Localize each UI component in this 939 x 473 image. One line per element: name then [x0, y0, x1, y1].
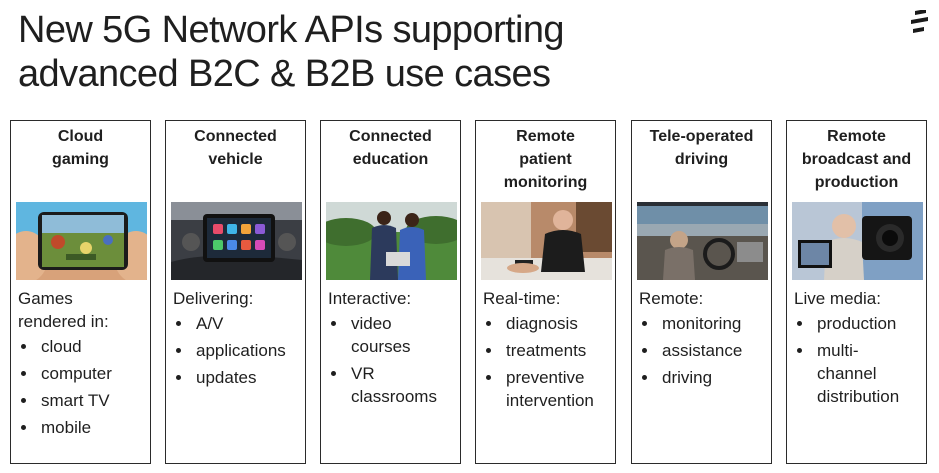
card-title: Remote patient monitoring [503, 128, 588, 191]
card-lead: Remote: [639, 289, 704, 308]
card-body: Remote: monitoring assistance driving [639, 287, 767, 393]
list-item: video courses [328, 312, 456, 358]
card-bullet-list: video courses VR classrooms [328, 312, 456, 408]
card-bullet-list: A/V applications updates [173, 312, 301, 389]
page-title: New 5G Network APIs supporting advanced … [18, 8, 565, 96]
card-title: Cloud gaming [52, 128, 109, 168]
page-title-line-2: advanced B2C & B2B use cases [18, 53, 551, 95]
list-item: smart TV [18, 389, 146, 412]
card-body: Live media: production multi- channel di… [794, 287, 922, 412]
list-item: updates [173, 366, 301, 389]
list-item: treatments [483, 339, 611, 362]
list-item: multi- channel distribution [794, 339, 922, 408]
list-item: computer [18, 362, 146, 385]
camera-broadcast-photo [792, 202, 923, 280]
car-dashboard-photo [171, 202, 302, 280]
card-title: Connected education [349, 128, 432, 168]
card-title: Remote broadcast and production [801, 128, 912, 191]
use-case-card-tele-operated-driving: Tele-operated driving Remote: monitoring… [631, 120, 772, 464]
use-case-card-remote-broadcast: Remote broadcast and production Live med… [786, 120, 927, 464]
use-case-card-connected-vehicle: Connected vehicle Delivering: A/V applic… [165, 120, 306, 464]
card-lead: Live media: [794, 289, 881, 308]
list-item: applications [173, 339, 301, 362]
use-case-card-remote-patient-monitoring: Remote patient monitoring Real-time: dia… [475, 120, 616, 464]
list-item: driving [639, 366, 767, 389]
card-body: Games rendered in: cloud computer smart … [18, 287, 146, 443]
list-item: production [794, 312, 922, 335]
card-bullet-list: cloud computer smart TV mobile [18, 335, 146, 439]
page-title-line-1: New 5G Network APIs supporting [18, 9, 565, 51]
list-item: A/V [173, 312, 301, 335]
remote-driving-station-photo [637, 202, 768, 280]
card-title: Connected vehicle [194, 128, 277, 168]
card-lead: Interactive: [328, 289, 412, 308]
list-item: mobile [18, 416, 146, 439]
card-title: Tele-operated driving [649, 128, 754, 168]
card-bullet-list: production multi- channel distribution [794, 312, 922, 408]
patient-with-phone-photo [481, 202, 612, 280]
use-case-card-cloud-gaming: Cloud gaming Games rendered in: cloud co… [10, 120, 151, 464]
list-item: cloud [18, 335, 146, 358]
list-item: monitoring [639, 312, 767, 335]
card-body: Delivering: A/V applications updates [173, 287, 301, 393]
card-lead: Delivering: [173, 289, 254, 308]
card-lead: Games rendered in: [18, 289, 109, 331]
outdoor-learning-photo [326, 202, 457, 280]
list-item: preventive intervention [483, 366, 611, 412]
card-bullet-list: monitoring assistance driving [639, 312, 767, 389]
list-item: assistance [639, 339, 767, 362]
use-case-card-connected-education: Connected education Interactive: video c… [320, 120, 461, 464]
ericsson-logo-icon [909, 9, 931, 39]
list-item: diagnosis [483, 312, 611, 335]
card-bullet-list: diagnosis treatments preventive interven… [483, 312, 611, 412]
mobile-game-photo [16, 202, 147, 280]
list-item: VR classrooms [328, 362, 456, 408]
card-lead: Real-time: [483, 289, 561, 308]
card-body: Interactive: video courses VR classrooms [328, 287, 456, 412]
card-body: Real-time: diagnosis treatments preventi… [483, 287, 611, 416]
